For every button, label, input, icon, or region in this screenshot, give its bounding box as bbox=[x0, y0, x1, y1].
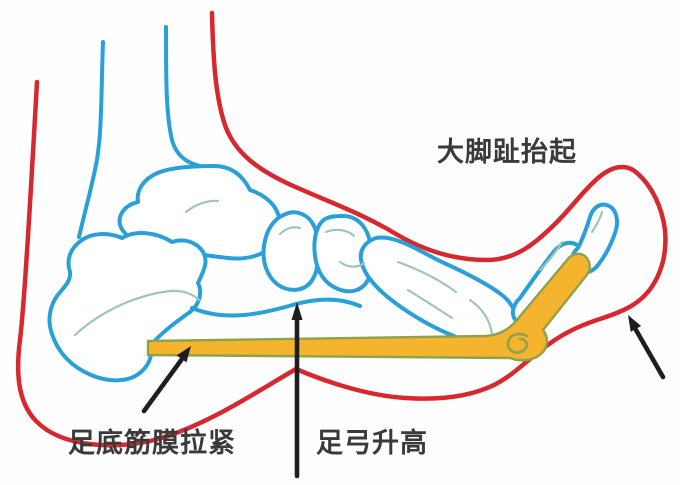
annotation-arrows bbox=[141, 302, 666, 479]
tibia-posterior-line bbox=[77, 40, 105, 239]
label-arch: 足弓升高 bbox=[316, 428, 428, 458]
arrow-arch bbox=[291, 302, 303, 479]
navicular-bone bbox=[261, 210, 321, 292]
bone-group bbox=[47, 164, 619, 383]
label-plantar-fascia: 足底筋膜拉紧 bbox=[68, 428, 236, 458]
foot-skin-outline bbox=[15, 10, 668, 448]
cuneiform-bone bbox=[312, 214, 375, 294]
bone-detail-lines bbox=[73, 199, 604, 337]
arrow-big-toe bbox=[628, 315, 666, 380]
cuboid-underside-line bbox=[190, 297, 362, 318]
label-big-toe: 大脚趾抬起 bbox=[437, 137, 577, 167]
fascia-windlass-curl bbox=[506, 332, 529, 354]
plantar-fascia-band bbox=[146, 252, 591, 362]
arrow-fascia bbox=[141, 346, 191, 414]
